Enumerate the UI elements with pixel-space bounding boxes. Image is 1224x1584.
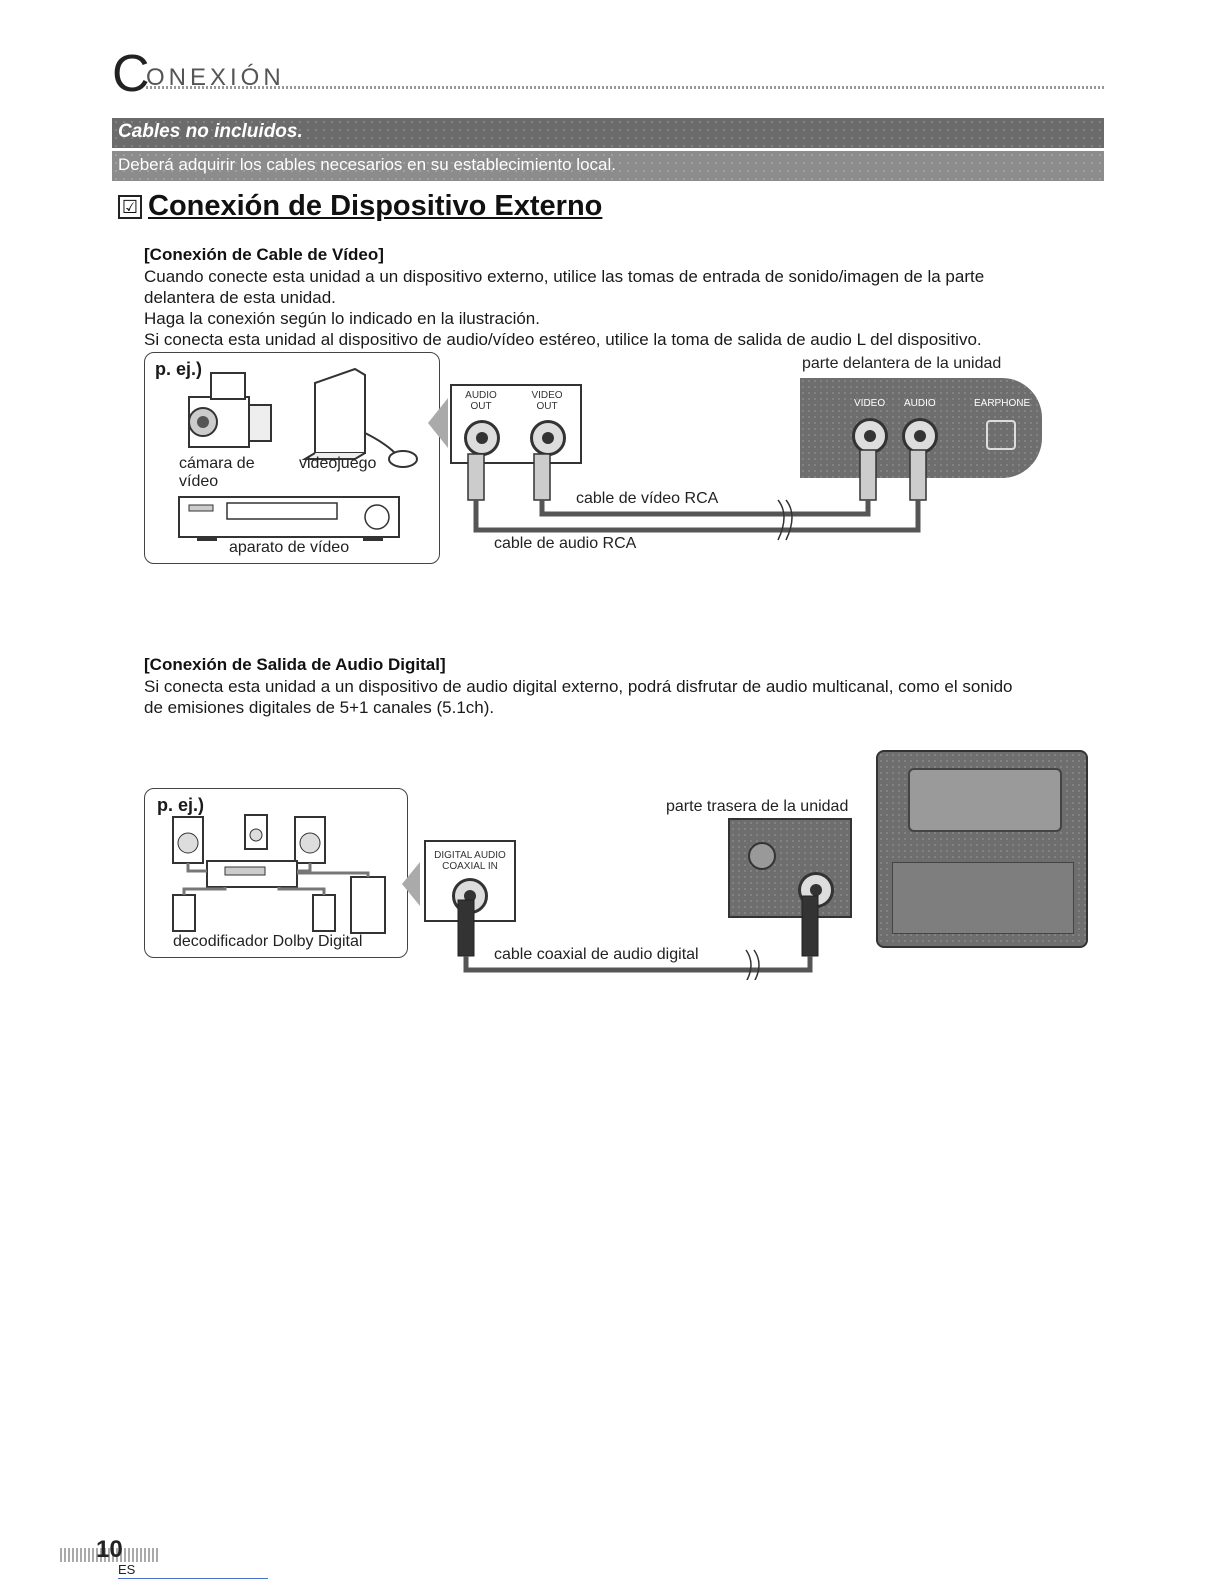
video-line: Cuando conecte esta unidad a un disposit… xyxy=(144,267,985,286)
page-header-initial: C xyxy=(112,45,150,103)
tv-rear-view xyxy=(876,750,1088,948)
coax-cable-label: cable coaxial de audio digital xyxy=(494,946,699,963)
audio-out-jack xyxy=(464,420,500,456)
antenna-jack xyxy=(748,842,776,870)
game-label: videojuego xyxy=(299,455,377,472)
page-number: 10 xyxy=(96,1536,123,1563)
video-line: Si conecta esta unidad al dispositivo de… xyxy=(144,330,982,349)
panel-audio-label: AUDIO xyxy=(904,398,936,409)
coax-cable-diagram xyxy=(457,895,819,980)
cables-band-note: Deberá adquirir los cables necesarios en… xyxy=(112,151,1104,181)
tv-rear-terminals xyxy=(892,862,1074,934)
section-title-text: Conexión de Dispositivo Externo xyxy=(148,190,603,222)
earphone-jack xyxy=(986,420,1016,450)
game-console-icon xyxy=(301,367,418,468)
digital-line: Si conecta esta unidad a un dispositivo … xyxy=(144,677,1013,696)
pointer-arrow-icon xyxy=(402,862,420,906)
checkbox-icon: ☑ xyxy=(118,195,142,219)
cables-band-text: Deberá adquirir los cables necesarios en… xyxy=(118,155,616,174)
rear-panel-label: parte trasera de la unidad xyxy=(666,798,849,815)
digital-line: de emisiones digitales de 5+1 canales (5… xyxy=(144,698,495,717)
cables-band-title: Cables no incluidos. xyxy=(118,121,303,142)
panel-earphone-label: EARPHONE xyxy=(974,398,1031,409)
section-title: ☑Conexión de Dispositivo Externo xyxy=(118,190,602,223)
page-language: ES xyxy=(118,1562,136,1577)
cables-band: Cables no incluidos. xyxy=(112,118,1104,148)
vcr-icon xyxy=(178,496,400,541)
audio-cable-label: cable de audio RCA xyxy=(494,535,637,552)
camera-label: cámara de xyxy=(179,455,255,472)
video-heading: [Conexión de Cable de Vídeo] xyxy=(144,245,384,264)
panel-video-label: VIDEO xyxy=(854,398,886,409)
video-devices-box: p. ej.) cámara de vídeo videojuego apara… xyxy=(144,352,440,564)
example-label: p. ej.) xyxy=(155,359,203,379)
footer-underline xyxy=(118,1578,268,1579)
video-cable-label: cable de vídeo RCA xyxy=(576,490,719,507)
vcr-label: aparato de vídeo xyxy=(229,539,350,556)
footer-rule xyxy=(60,1548,160,1562)
speaker-system-icon xyxy=(172,814,386,934)
front-panel-label: parte delantera de la unidad xyxy=(802,355,1002,372)
video-line: Haga la conexión según lo indicado en la… xyxy=(144,309,540,328)
rca-cables-diagram xyxy=(467,449,927,541)
camcorder-icon xyxy=(188,372,272,448)
decoder-label: decodificador Dolby Digital xyxy=(173,933,363,950)
digital-heading: [Conexión de Salida de Audio Digital] xyxy=(144,655,446,674)
example-label-2: p. ej.) xyxy=(157,795,205,815)
video-line: delantera de esta unidad. xyxy=(144,288,336,307)
tv-rear-top xyxy=(908,768,1062,832)
pointer-arrow-icon xyxy=(428,398,448,448)
video-paragraph: Cuando conecte esta unidad a un disposit… xyxy=(144,266,1104,350)
camera-label-2: vídeo xyxy=(179,473,219,490)
header-rule xyxy=(146,86,1106,89)
decoder-box: p. ej.) decodificador Dolby Digital xyxy=(144,788,408,958)
digital-paragraph: Si conecta esta unidad a un dispositivo … xyxy=(144,676,1104,718)
